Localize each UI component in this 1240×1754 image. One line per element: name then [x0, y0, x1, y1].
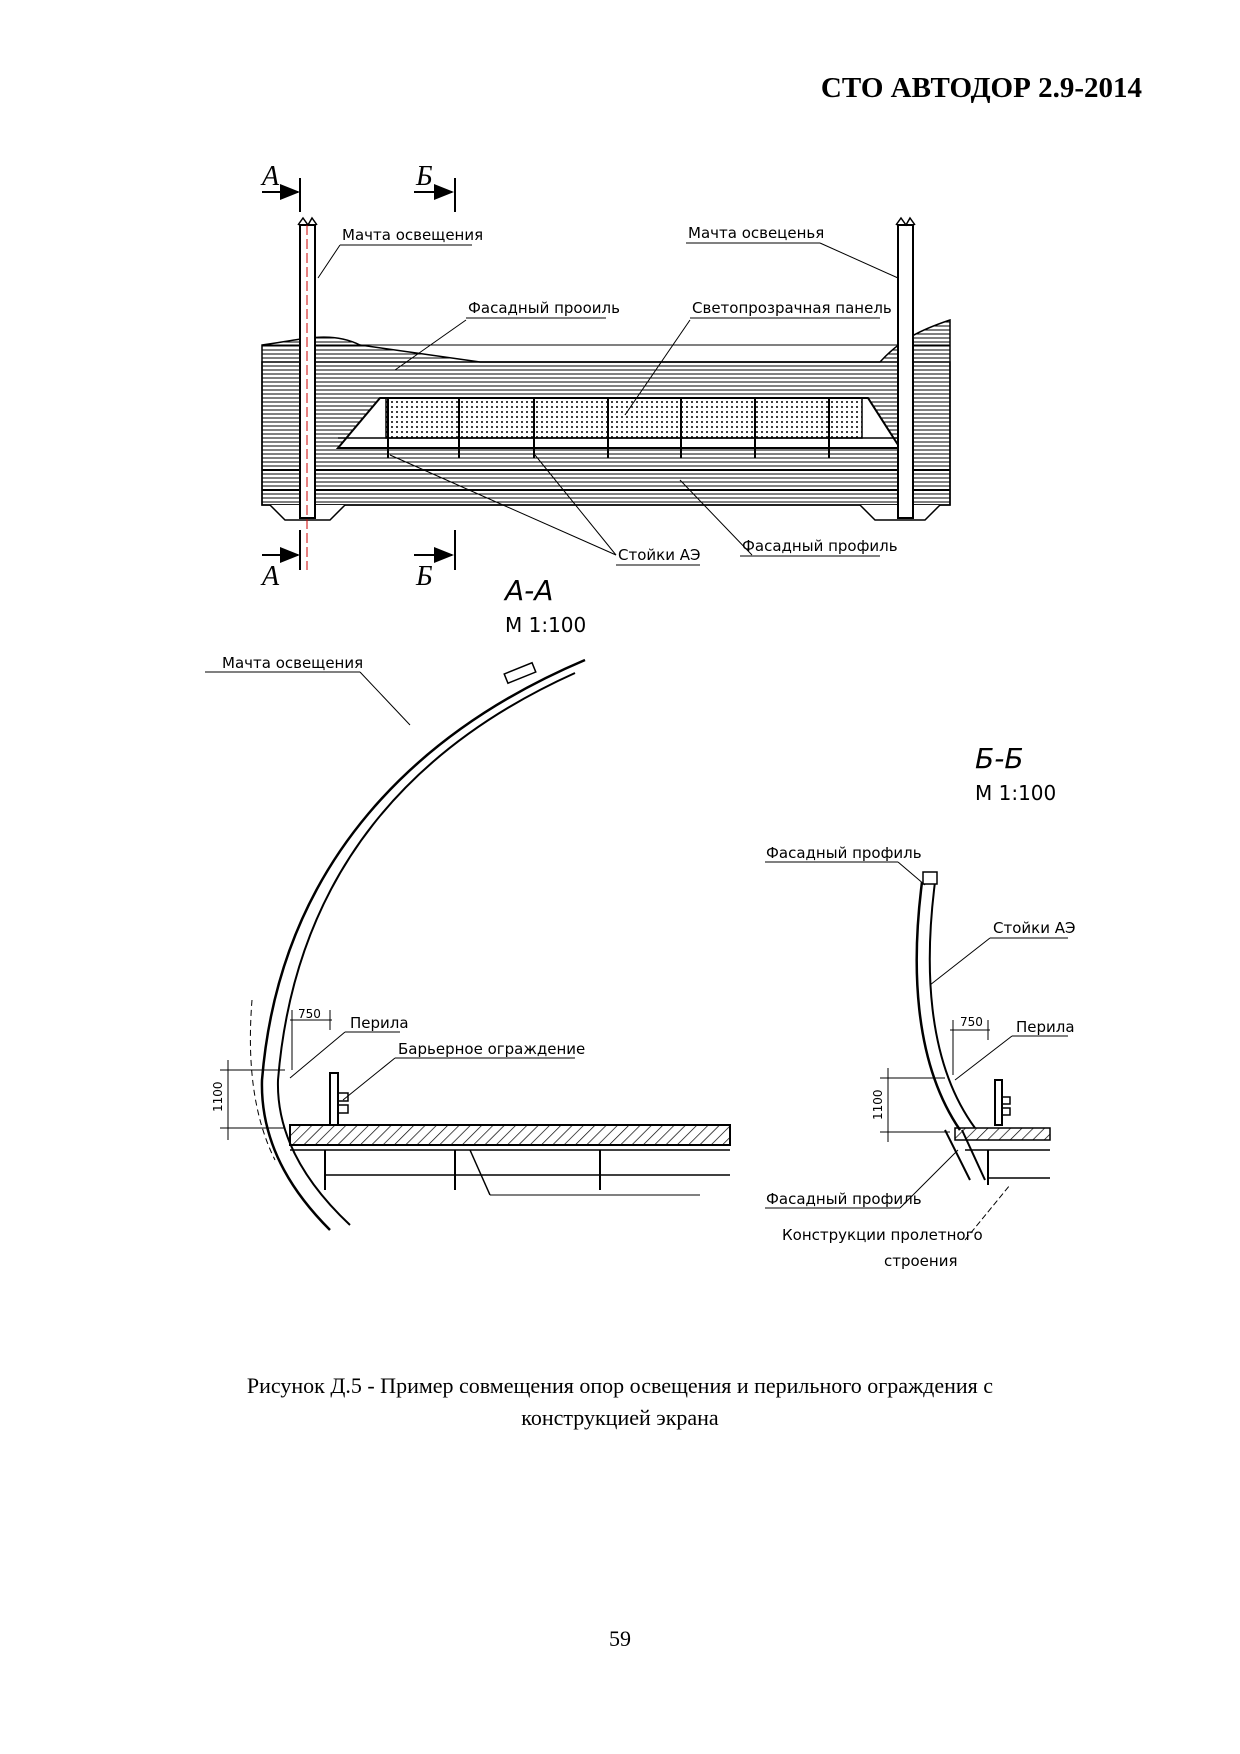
- aa-dim-height: 1100: [211, 1081, 225, 1112]
- section-aa-scale: М 1:100: [505, 613, 586, 637]
- plan-facade-top-label: Фасадный прооиль: [468, 299, 620, 317]
- caption-line-1: Рисунок Д.5 - Пример совмещения опор осв…: [246, 1373, 994, 1398]
- section-cut-b-bottom: Б: [414, 530, 456, 592]
- aa-railing-label: Перила: [350, 1014, 409, 1032]
- transparent-panel: [335, 397, 902, 449]
- section-bb-title-text: Б-Б: [975, 742, 1024, 775]
- section-cut-a-top: А: [260, 161, 301, 212]
- aa-dim-width: 750: [298, 1007, 321, 1021]
- bb-span-label-line1: Конструкции пролетного: [782, 1226, 983, 1244]
- section-bb-scale: М 1:100: [975, 781, 1056, 805]
- bb-posts-label: Стойки АЭ: [993, 919, 1075, 937]
- section-cut-b-top: Б: [414, 161, 456, 212]
- bb-railing-label: Перила: [1016, 1018, 1075, 1036]
- plan-panel-label: Светопрозрачная панель: [692, 299, 892, 317]
- aa-barrier-label: Барьерное ограждение: [398, 1040, 585, 1058]
- section-aa: [205, 658, 731, 1231]
- section-bb-title: Б-Б М 1:100: [975, 742, 1056, 805]
- bb-facade-top-label: Фасадный профиль: [766, 844, 922, 862]
- mast-left: [297, 216, 318, 570]
- cut-a-bottom-label: А: [260, 561, 280, 592]
- cut-b-top-label: Б: [415, 161, 433, 192]
- cut-b-bottom-label: Б: [415, 561, 433, 592]
- aa-mast-label: Мачта освещения: [222, 654, 363, 672]
- bb-facade-bottom-label: Фасадный профиль: [766, 1190, 922, 1208]
- ae-posts: [387, 398, 830, 458]
- figure-caption: Рисунок Д.5 - Пример совмещения опор осв…: [150, 1370, 1090, 1434]
- section-cut-a-bottom: А: [260, 530, 301, 592]
- bb-dim-width: 750: [960, 1015, 983, 1029]
- cut-a-top-label: А: [260, 161, 280, 192]
- plan-facade-bottom-label: Фасадный профиль: [742, 537, 898, 555]
- aa-curved-mast: [260, 658, 586, 1231]
- plan-mast-right-label: Мачта освеценья: [688, 224, 824, 242]
- plan-mast-left-label: Мачта освещения: [342, 226, 483, 244]
- bb-span-label-line2: строения: [884, 1252, 958, 1270]
- plan-view: А Б А Б: [260, 161, 951, 592]
- section-aa-title-text: А-А: [503, 574, 553, 607]
- page-number: 59: [609, 1626, 631, 1651]
- bb-dim-height: 1100: [871, 1089, 885, 1120]
- section-aa-title: А-А М 1:100: [503, 574, 586, 637]
- document-code-header: СТО АВТОДОР 2.9-2014: [820, 72, 1142, 104]
- technical-drawing: А Б А Б: [205, 161, 1075, 1270]
- plan-posts-label: Стойки АЭ: [618, 546, 700, 564]
- section-bb: [765, 861, 1068, 1241]
- caption-line-2: конструкцией экрана: [521, 1405, 719, 1430]
- bb-curved-profile: [915, 881, 962, 1131]
- mast-right: [895, 216, 916, 519]
